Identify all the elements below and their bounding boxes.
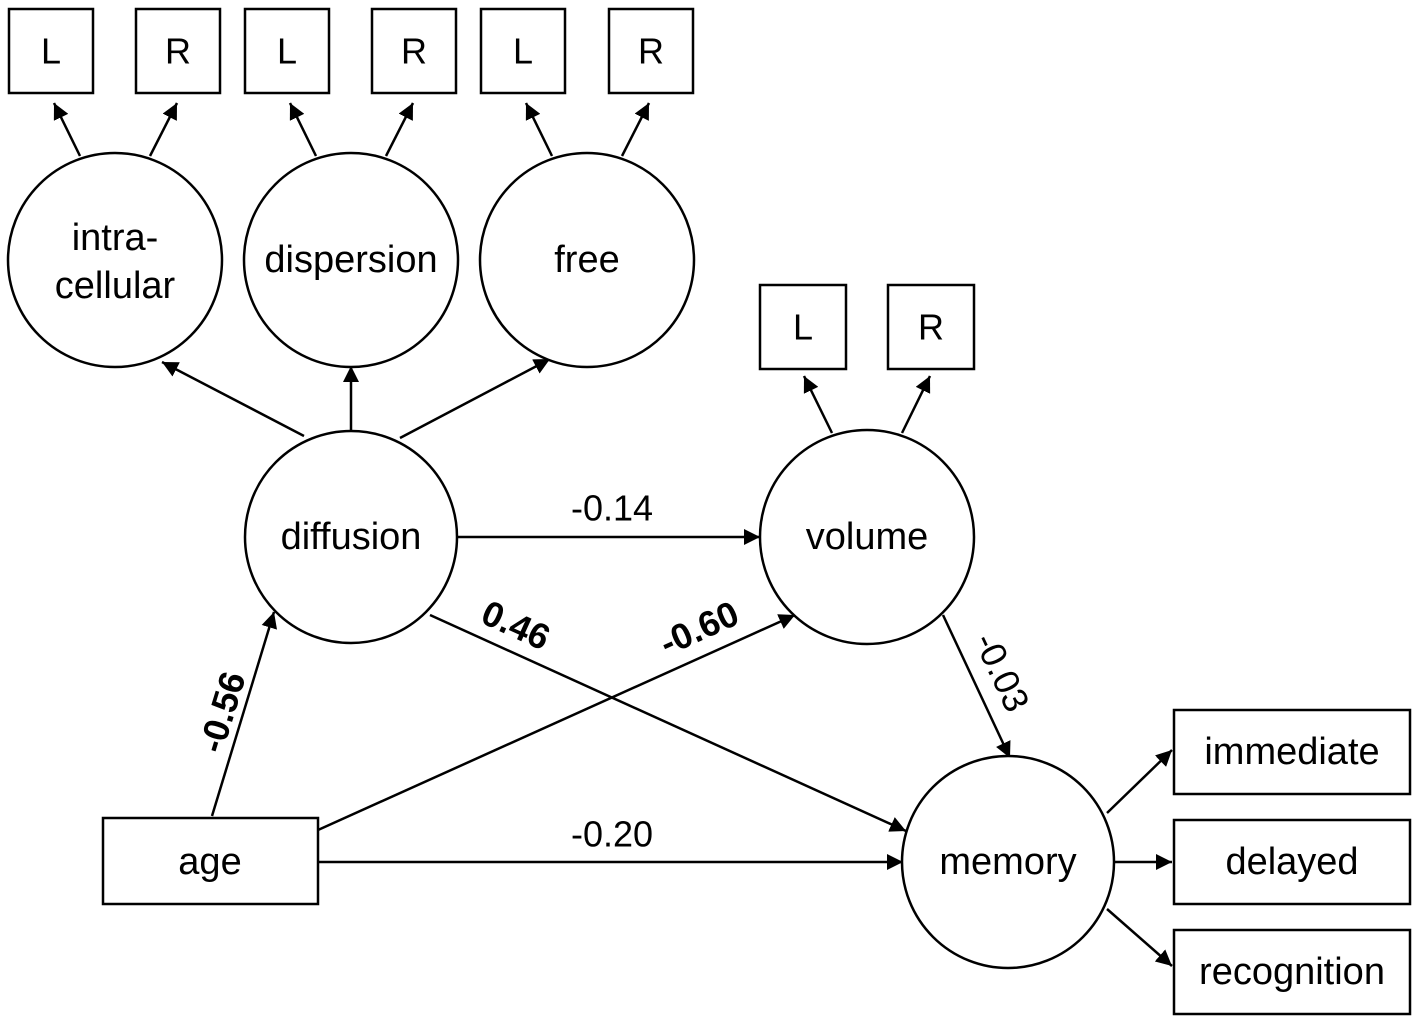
box-volume-l-label: L bbox=[793, 307, 813, 348]
box-dispersion-r bbox=[370, 7, 458, 95]
edge-intracellular-to-l bbox=[52, 102, 82, 157]
node-intracellular-label-line1: intra- bbox=[72, 217, 159, 259]
edge-age-to-diffusion bbox=[210, 611, 278, 817]
edge-dispersion-to-l bbox=[288, 102, 318, 157]
box-intracellular-l bbox=[7, 7, 95, 95]
node-age-label: age bbox=[178, 841, 241, 883]
node-dispersion-label: dispersion bbox=[264, 239, 437, 281]
box-free-r bbox=[607, 7, 695, 95]
coef-diffusion-to-memory: 0.46 bbox=[476, 592, 557, 658]
edge-diffusion-to-memory bbox=[429, 613, 907, 833]
node-memory bbox=[900, 754, 1116, 970]
box-dispersion-l bbox=[243, 7, 331, 95]
node-diffusion bbox=[243, 429, 459, 645]
box-volume-l bbox=[758, 283, 848, 371]
box-free-l-label: L bbox=[513, 31, 533, 72]
node-free bbox=[478, 151, 696, 369]
edge-intracellular-to-r bbox=[148, 102, 179, 157]
node-intracellular bbox=[6, 151, 224, 369]
box-recognition-label: recognition bbox=[1199, 951, 1385, 993]
box-immediate bbox=[1172, 708, 1412, 796]
coef-volume-to-memory: -0.03 bbox=[966, 626, 1038, 718]
node-volume bbox=[758, 428, 976, 646]
edge-free-to-l bbox=[524, 102, 554, 157]
edge-memory-to-recognition bbox=[1106, 908, 1173, 967]
coef-diffusion-to-volume: -0.14 bbox=[571, 488, 653, 529]
box-volume-r-label: R bbox=[918, 307, 944, 348]
edge-volume-to-memory bbox=[941, 614, 1012, 759]
edge-dispersion-to-r bbox=[384, 102, 415, 157]
node-age bbox=[101, 816, 320, 906]
observed-variables: age immediate delayed recognition bbox=[101, 708, 1412, 1016]
box-free-r-label: R bbox=[638, 31, 664, 72]
edge-volume-to-l bbox=[802, 375, 834, 434]
edge-diffusion-to-free bbox=[399, 357, 551, 440]
box-volume-r bbox=[886, 283, 976, 371]
indicator-boxes-top: L R L R L R bbox=[7, 7, 695, 95]
box-intracellular-r-label: R bbox=[165, 31, 191, 72]
coef-age-to-memory: -0.20 bbox=[571, 814, 653, 855]
indicator-boxes-volume: L R bbox=[758, 283, 976, 371]
edge-memory-to-immediate bbox=[1106, 749, 1173, 814]
box-delayed-label: delayed bbox=[1225, 841, 1358, 883]
box-dispersion-r-label: R bbox=[401, 31, 427, 72]
coef-age-to-volume: -0.60 bbox=[653, 592, 745, 663]
edges bbox=[52, 102, 1173, 967]
node-volume-label: volume bbox=[806, 516, 929, 558]
box-dispersion-l-label: L bbox=[277, 31, 297, 72]
node-intracellular-label-line2: cellular bbox=[55, 265, 176, 307]
latent-variables: intra- cellular dispersion free diffusio… bbox=[6, 151, 1116, 970]
box-intracellular-l-label: L bbox=[41, 31, 61, 72]
node-memory-label: memory bbox=[939, 841, 1076, 883]
edge-volume-to-r bbox=[900, 375, 932, 434]
box-intracellular-r bbox=[134, 7, 222, 95]
edge-age-to-volume bbox=[317, 613, 796, 832]
edge-free-to-r bbox=[620, 102, 651, 157]
edge-diffusion-to-intracellular bbox=[161, 360, 305, 438]
node-diffusion-label: diffusion bbox=[281, 516, 422, 558]
box-immediate-label: immediate bbox=[1204, 731, 1379, 773]
box-free-l bbox=[479, 7, 567, 95]
node-dispersion bbox=[242, 151, 460, 369]
node-free-label: free bbox=[554, 239, 619, 281]
box-recognition bbox=[1172, 928, 1412, 1016]
box-delayed bbox=[1172, 818, 1412, 906]
